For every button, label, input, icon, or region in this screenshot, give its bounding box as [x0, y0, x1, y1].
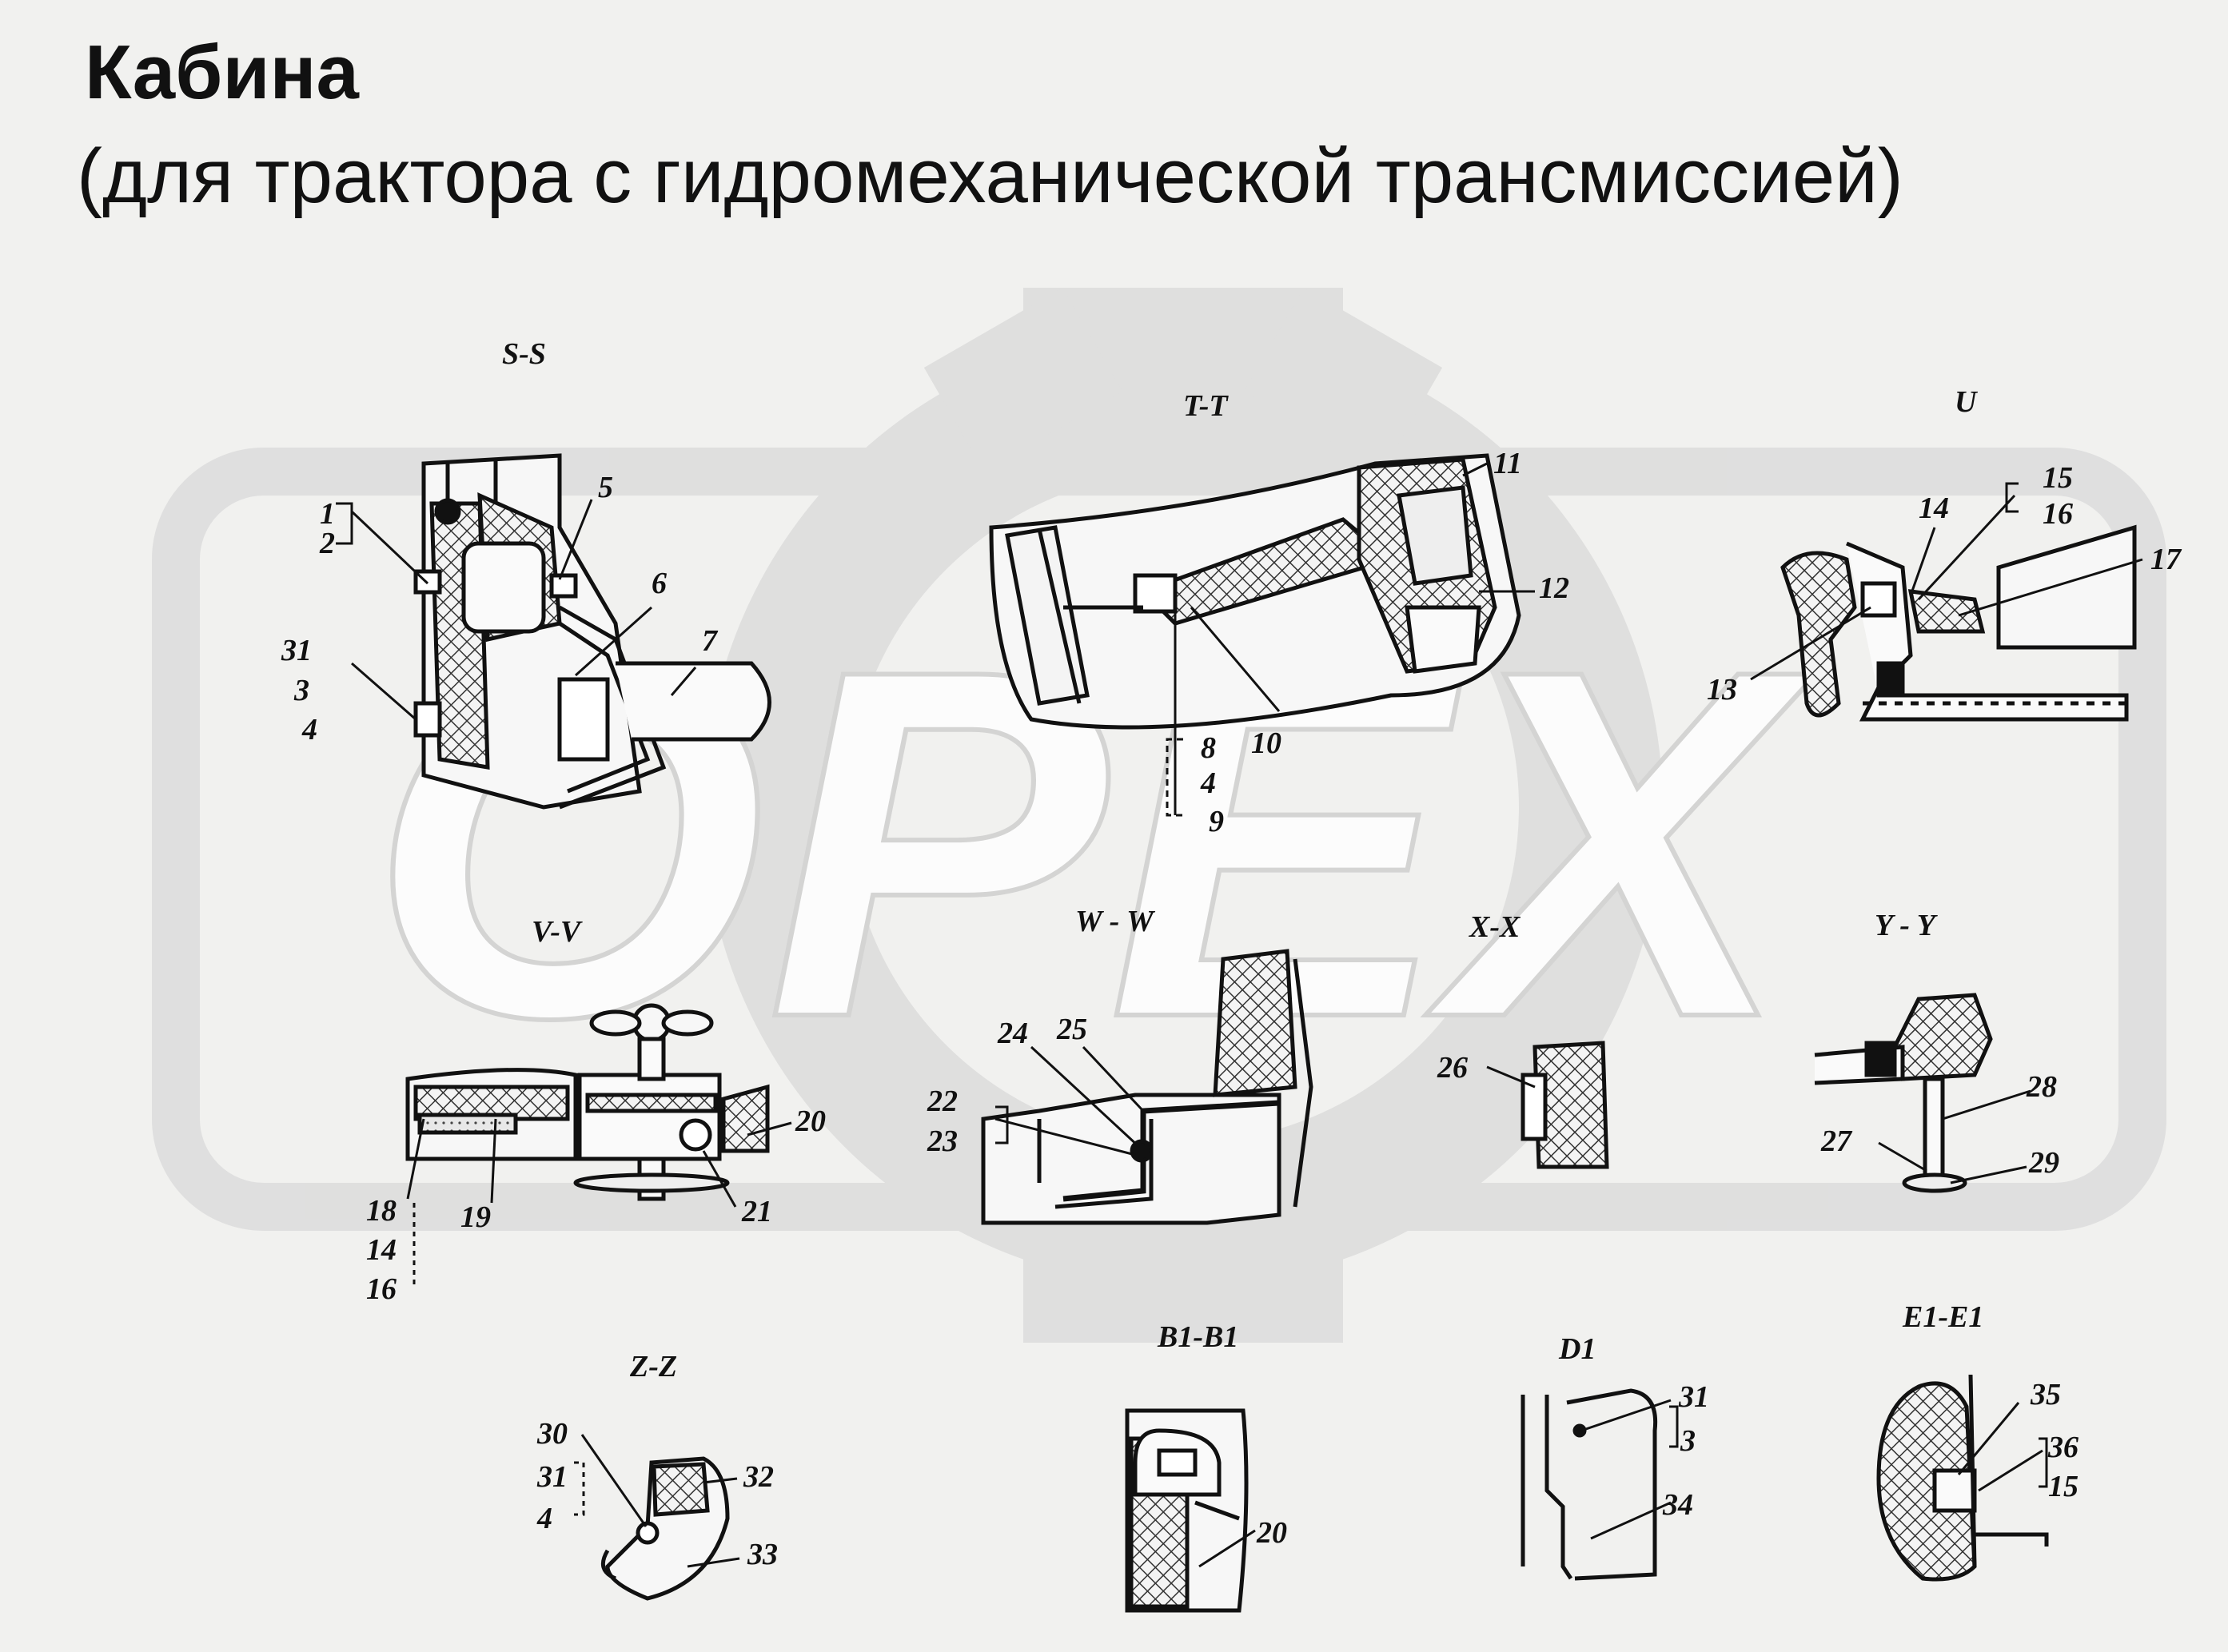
callout-2: 2: [319, 527, 335, 560]
callout-16-v: 16: [366, 1272, 397, 1306]
leader-lines-d1: [1580, 1399, 1679, 1540]
callout-34: 34: [1662, 1488, 1693, 1522]
callout-23: 23: [927, 1125, 958, 1158]
page-subtitle: (для трактора с гидромеханической трансм…: [77, 133, 1903, 219]
callout-14: 14: [1919, 492, 1949, 525]
section-label-w-w: W - W: [1075, 905, 1156, 938]
leader-lines-t-t: [1166, 462, 1535, 817]
section-e1-e1: [1876, 1374, 2049, 1582]
callout-4-z: 4: [536, 1502, 552, 1535]
callout-31-z: 31: [536, 1460, 568, 1494]
section-t-t: [989, 453, 1521, 730]
callout-29: 29: [2028, 1146, 2059, 1180]
callout-28: 28: [2026, 1070, 2057, 1104]
section-x-x: [1521, 1041, 1609, 1169]
callout-10: 10: [1251, 726, 1281, 760]
callout-30: 30: [536, 1417, 568, 1451]
callout-16: 16: [2043, 497, 2073, 531]
callout-17: 17: [2150, 543, 2182, 576]
callout-25: 25: [1056, 1013, 1087, 1046]
section-d1: [1521, 1388, 1658, 1581]
callout-19: 19: [460, 1200, 491, 1234]
callout-3: 3: [293, 674, 309, 707]
page-title: Кабина: [85, 30, 359, 115]
leader-lines-y-y: [1878, 1089, 2031, 1184]
callout-6: 6: [652, 567, 667, 600]
section-label-u: U: [1955, 385, 1979, 419]
section-v-v: [405, 1003, 770, 1201]
section-s-s: [413, 453, 771, 810]
callout-31-d1: 31: [1678, 1380, 1709, 1414]
section-label-x-x: X-X: [1469, 910, 1521, 944]
callout-21: 21: [741, 1195, 772, 1228]
section-b1-b1: [1125, 1408, 1249, 1613]
callout-20: 20: [795, 1105, 826, 1138]
section-label-d1: D1: [1558, 1332, 1596, 1366]
callout-1: 1: [320, 497, 335, 531]
leader-lines-e1-e1: [1957, 1402, 2048, 1492]
callout-27: 27: [1820, 1125, 1853, 1158]
callout-15: 15: [2043, 461, 2073, 495]
callout-5: 5: [598, 471, 613, 504]
callout-3-d1: 3: [1680, 1424, 1696, 1458]
callout-36: 36: [2047, 1431, 2079, 1464]
callout-35: 35: [2030, 1378, 2061, 1411]
callout-11: 11: [1493, 447, 1522, 480]
leader-lines-s-s: [336, 499, 697, 721]
callout-12: 12: [1539, 571, 1569, 605]
leader-lines-v-v: [406, 1118, 792, 1287]
section-label-s-s: S-S: [502, 337, 546, 371]
leader-lines-z-z: [574, 1434, 740, 1568]
callout-33: 33: [747, 1538, 778, 1571]
callout-9: 9: [1209, 805, 1224, 838]
section-z-z: [600, 1456, 730, 1601]
callout-15-e1: 15: [2048, 1470, 2079, 1503]
callout-13: 13: [1707, 673, 1737, 707]
section-label-b1-b1: B1-B1: [1157, 1320, 1238, 1354]
callout-32: 32: [743, 1460, 774, 1494]
section-label-e1-e1: E1-E1: [1902, 1300, 1983, 1334]
callout-26: 26: [1437, 1051, 1468, 1085]
callout-4: 4: [301, 713, 317, 746]
leader-lines-u: [1750, 482, 2143, 681]
section-label-z-z: Z-Z: [629, 1350, 677, 1383]
section-label-y-y: Y - Y: [1875, 909, 1939, 942]
callout-14-v: 14: [366, 1233, 397, 1267]
section-label-t-t: T-T: [1183, 389, 1229, 423]
section-w-w: [981, 949, 1313, 1225]
callout-7: 7: [702, 624, 719, 658]
callout-24: 24: [997, 1017, 1028, 1050]
callout-8: 8: [1201, 731, 1216, 765]
callout-31: 31: [281, 634, 312, 667]
section-y-y: [1814, 993, 1993, 1193]
callout-4-t: 4: [1200, 766, 1216, 800]
callout-22: 22: [927, 1085, 958, 1118]
section-label-v-v: V-V: [532, 915, 583, 949]
callout-18: 18: [366, 1194, 397, 1228]
leader-lines-w-w: [994, 1045, 1145, 1156]
callout-20-b1: 20: [1256, 1516, 1287, 1550]
